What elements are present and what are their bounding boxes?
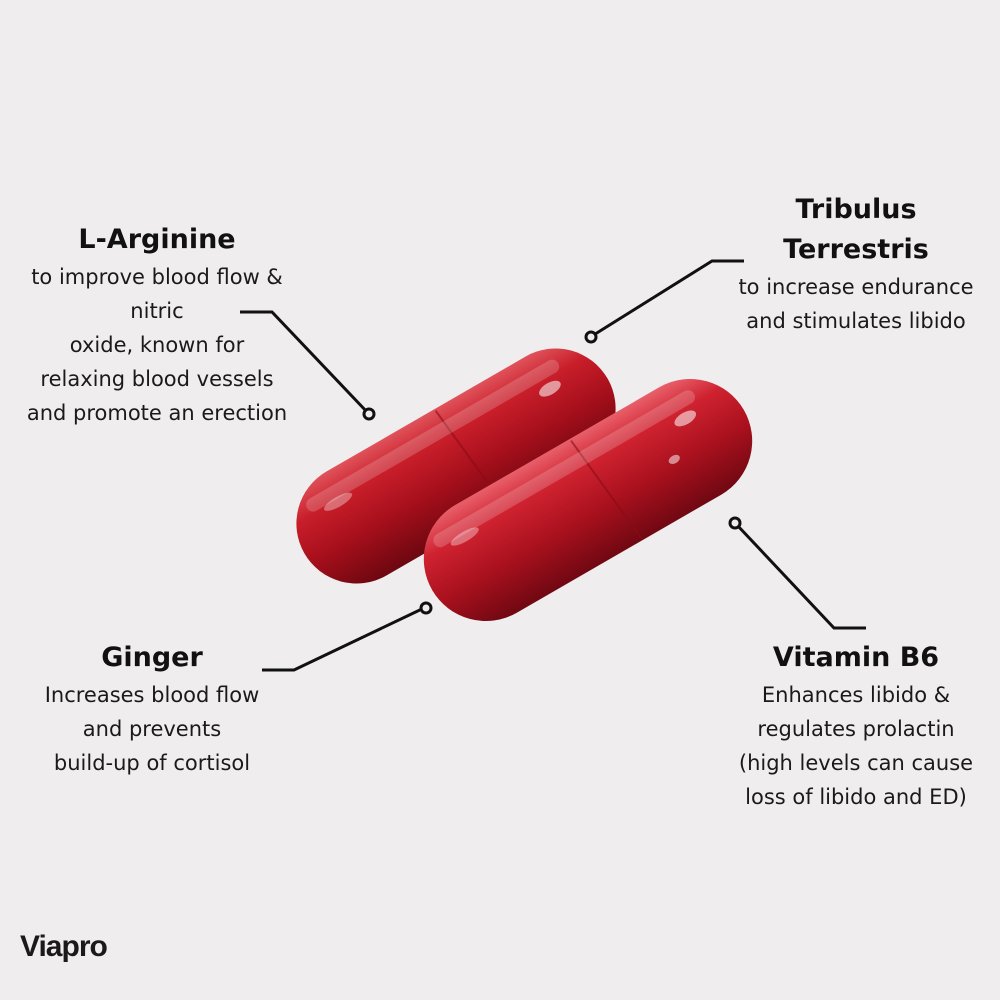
capsule-back bbox=[296, 348, 616, 584]
description-line: to increase endurance bbox=[738, 275, 974, 299]
description-line: relaxing blood vessels bbox=[40, 367, 274, 391]
leader-line-vitamin-b6 bbox=[728, 516, 866, 630]
leader-line-tribulus bbox=[584, 259, 744, 344]
capsule-front bbox=[423, 379, 753, 621]
callout-ginger: Ginger Increases blood flow and prevents… bbox=[18, 638, 286, 780]
description-line: and stimulates libido bbox=[746, 309, 966, 333]
callout-description: Enhances libido & regulates prolactin (h… bbox=[722, 678, 990, 814]
callout-title: L-Arginine bbox=[78, 224, 236, 255]
title-line: Tribulus bbox=[795, 194, 917, 225]
leader-line-l-arginine bbox=[240, 310, 376, 421]
description-line: Enhances libido & bbox=[761, 683, 951, 707]
leader-line-ginger bbox=[262, 601, 433, 672]
description-line: and prevents bbox=[82, 717, 222, 741]
callout-description: Increases blood flow and prevents build-… bbox=[18, 678, 286, 780]
description-line: regulates prolactin bbox=[757, 717, 955, 741]
description-line: nitric bbox=[130, 299, 184, 323]
callout-title: Ginger bbox=[101, 642, 203, 673]
callout-l-arginine: L-Arginine to improve blood flow & nitri… bbox=[10, 220, 304, 430]
callout-title: Vitamin B6 bbox=[772, 642, 940, 673]
description-line: and promote an erection bbox=[26, 401, 288, 425]
description-line: to improve blood flow & bbox=[31, 265, 283, 289]
description-line: build-up of cortisol bbox=[53, 751, 251, 775]
description-line: Increases blood flow bbox=[44, 683, 260, 707]
callout-description: to improve blood flow & nitric oxide, kn… bbox=[10, 260, 304, 430]
description-line: loss of libido and ED) bbox=[745, 785, 967, 809]
callout-tribulus-terrestris: Tribulus Terrestris to increase enduranc… bbox=[722, 190, 990, 338]
title-line: Terrestris bbox=[783, 234, 929, 265]
callout-title: Tribulus Terrestris bbox=[722, 190, 990, 270]
description-line: oxide, known for bbox=[69, 333, 245, 357]
brand-logo: Viapro bbox=[20, 930, 108, 963]
callout-description: to increase endurance and stimulates lib… bbox=[722, 270, 990, 338]
description-line: (high levels can cause bbox=[738, 751, 974, 775]
callout-vitamin-b6: Vitamin B6 Enhances libido & regulates p… bbox=[722, 638, 990, 814]
